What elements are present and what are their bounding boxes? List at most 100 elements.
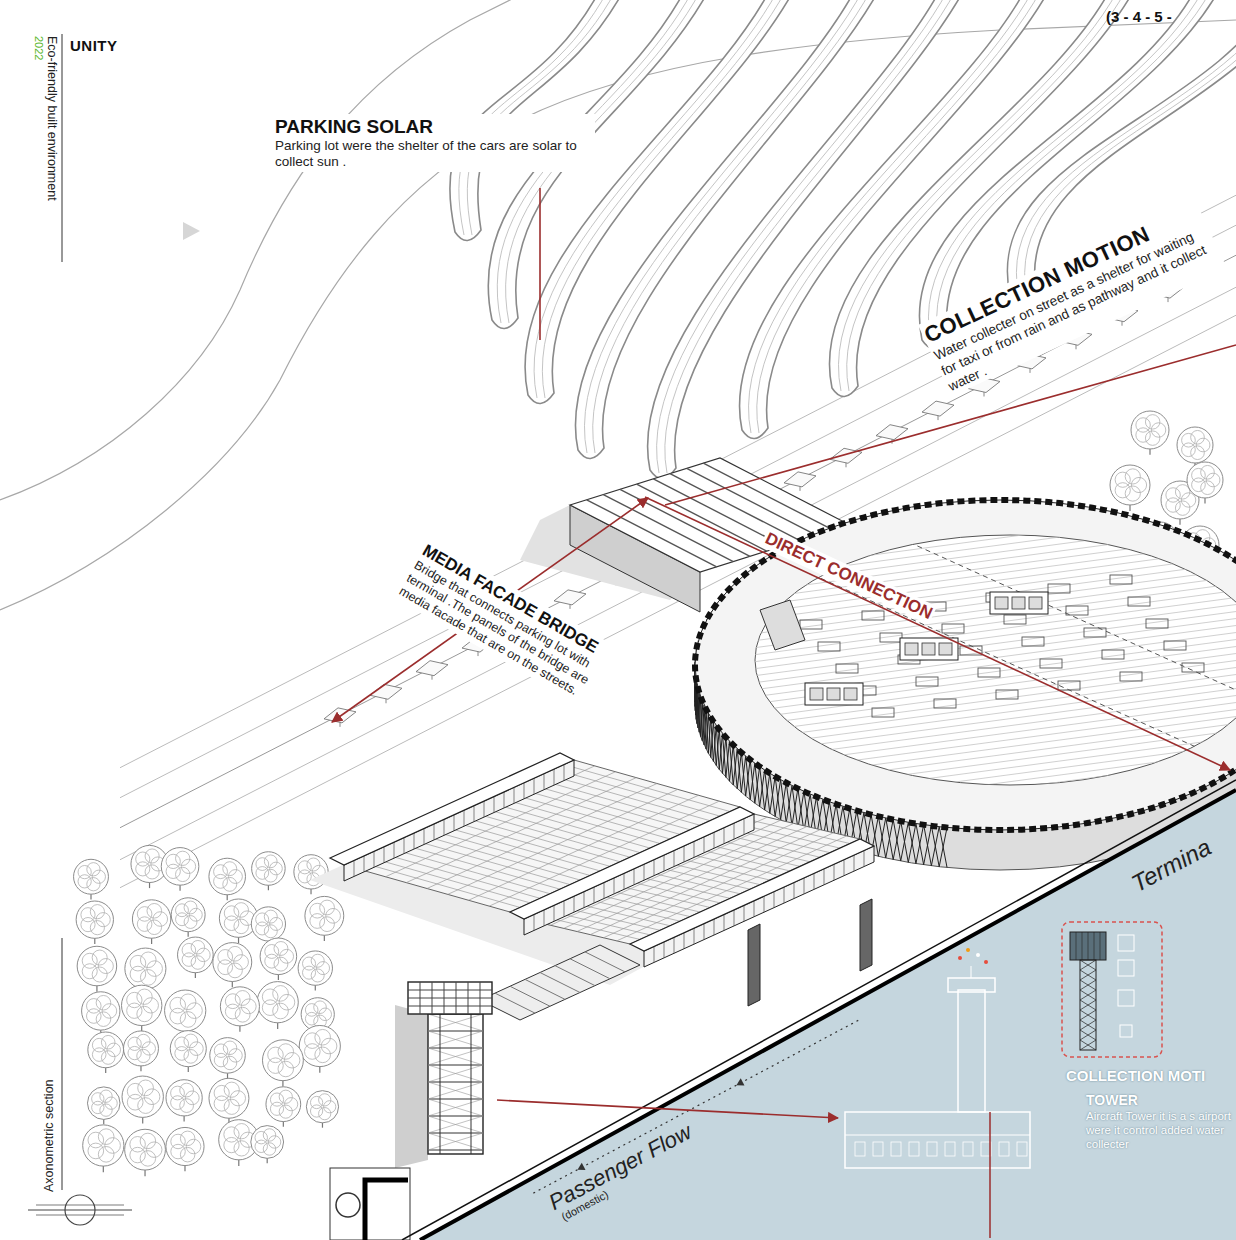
canopy-tent [784,472,816,487]
tree [252,852,286,891]
tree [122,1076,163,1124]
tree-leaf [303,957,316,970]
tree-leaf [265,945,279,959]
bar-mullion [854,855,855,871]
tree-leaf [264,925,277,938]
cabin-grid [408,1006,492,1007]
tower-icon-brace [1080,960,1096,970]
tree-leaf [1206,473,1220,487]
bar-mullion [704,837,705,853]
tree-leaf [100,1090,112,1102]
elevation-floor [845,1135,1030,1136]
tower-icon-brace [1080,1020,1096,1030]
tree-leaf [264,855,277,868]
seat-row [1110,575,1132,584]
tree-leaf [279,1105,292,1118]
tree-leaf [268,1136,280,1148]
road-edge [0,0,520,500]
tree-leaf [105,1138,121,1154]
tree-crown [122,985,162,1025]
tree-leaf [320,900,335,915]
tree-crown [88,1032,124,1068]
tree-leaf [180,994,196,1010]
tree-leaf [107,1043,121,1057]
canopy-tent [416,661,448,676]
tree-leaf [229,1049,242,1062]
tree [77,946,117,991]
seat-row [934,699,956,708]
seat-row [1048,584,1070,593]
floor-hatch [700,379,1236,459]
tree-leaf [90,905,104,919]
kiosk [990,592,1048,614]
tree-leaf [92,1038,106,1052]
seat-row [872,708,894,717]
tree-leaf [223,877,237,891]
tower-icon-brace [1080,980,1096,990]
tree-leaf [305,1033,321,1049]
seat-row [818,642,840,651]
water-drop [984,960,988,964]
compass-line [36,1215,124,1216]
floor-hatch [700,729,1236,809]
floor-hatch [700,435,1236,515]
tower-panel: COLLECTION MOTITOWERAircraft Tower it is… [1066,1066,1231,1151]
tree-crown [251,1126,284,1159]
tree-crown [122,1076,163,1117]
elevation-antenna [971,966,972,978]
kiosk-unit [939,643,952,655]
seat-row [916,677,938,686]
tree-crown [251,907,285,941]
flow-label: Passenger Flow [545,1120,696,1215]
tree-leaf [224,1127,239,1142]
seat-row [942,624,964,633]
tree-crown [132,900,170,938]
tower-icon-grid [1088,932,1089,960]
tower-brace [428,1099,483,1116]
bridge-panel [670,474,800,541]
tree-leaf [180,1099,194,1113]
elevation-window [999,1142,1009,1156]
bar-mullion [664,855,665,871]
bar-mullion [504,792,505,808]
compass-line [36,1205,124,1206]
seat-row [960,646,982,655]
bar-mullion [814,873,815,889]
tree [210,1038,246,1079]
escalator [760,600,805,650]
tree-crown [209,858,246,895]
tree-leaf [140,970,156,986]
tree-leaf [92,870,105,883]
tree-leaf [101,1035,115,1049]
tower-floor [428,1082,483,1083]
bar-mullion [684,933,685,949]
tree-leaf [280,949,294,963]
tree [87,1087,120,1124]
tower-brace [428,1065,483,1082]
bar-mullion [804,878,805,894]
seat-row [1066,606,1088,615]
tree-leaf [263,1143,275,1155]
tree-leaf [315,1047,331,1063]
bridge-panel [703,463,833,530]
tree-leaf [224,1082,239,1097]
tree [306,1091,338,1128]
tree-leaf [137,1049,150,1062]
bar-mullion [674,851,675,867]
tree-leaf [284,1052,300,1068]
tower-icon-brace [1080,1030,1096,1040]
tree-crown [166,1127,204,1165]
tower-brace [428,1031,483,1048]
seat-row [1040,659,1062,668]
seat-row [1164,641,1186,650]
plan-thumbnail [1118,960,1134,976]
tree-leaf [234,919,249,934]
bar-mullion [714,832,715,848]
connection-label: DIRECT CONNECTION [760,528,937,625]
tree-leaf [191,956,205,970]
tree-crown [210,1038,246,1074]
tree-leaf [136,852,150,866]
tree-leaf [234,1124,249,1139]
tree-leaf [137,1034,150,1047]
plan-thumbnail [1118,935,1134,951]
